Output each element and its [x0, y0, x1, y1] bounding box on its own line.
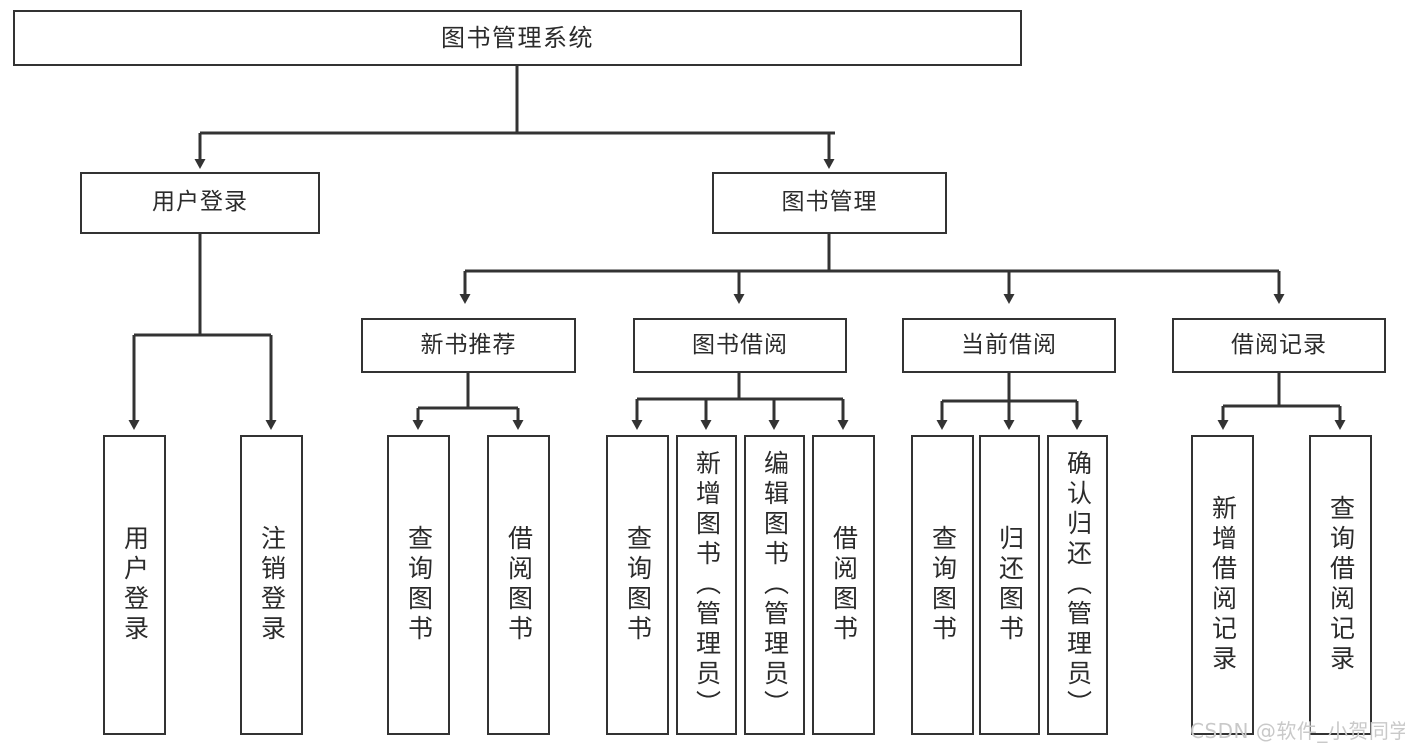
- node-root-system[interactable]: 图书管理系统: [13, 10, 1022, 66]
- node-borrow-record[interactable]: 借阅记录: [1172, 318, 1386, 373]
- leaf-record-add[interactable]: 新增借阅记录: [1191, 435, 1254, 735]
- leaf-borrow-query-book[interactable]: 查询图书: [606, 435, 669, 735]
- leaf-label: 查询图书: [623, 525, 653, 645]
- leaf-label: 编辑图书（管理员）: [760, 450, 790, 720]
- leaf-label: 确认归还（管理员）: [1063, 450, 1093, 720]
- node-new-book-recommend[interactable]: 新书推荐: [361, 318, 576, 373]
- leaf-label: 借阅图书: [829, 525, 859, 645]
- leaf-label: 查询借阅记录: [1326, 495, 1356, 675]
- leaf-label: 借阅图书: [504, 525, 534, 645]
- leaf-current-confirm-return[interactable]: 确认归还（管理员）: [1047, 435, 1108, 735]
- leaf-label: 查询图书: [928, 525, 958, 645]
- leaf-recommend-borrow-book[interactable]: 借阅图书: [487, 435, 550, 735]
- leaf-user-login[interactable]: 用户登录: [103, 435, 166, 735]
- leaf-label: 新增图书（管理员）: [692, 450, 722, 720]
- leaf-label: 注销登录: [257, 525, 287, 645]
- leaf-label: 用户登录: [120, 525, 150, 645]
- leaf-record-query[interactable]: 查询借阅记录: [1309, 435, 1372, 735]
- leaf-user-logout[interactable]: 注销登录: [240, 435, 303, 735]
- leaf-label: 新增借阅记录: [1208, 495, 1238, 675]
- leaf-recommend-query-book[interactable]: 查询图书: [387, 435, 450, 735]
- node-book-borrow[interactable]: 图书借阅: [633, 318, 847, 373]
- leaf-current-return-book[interactable]: 归还图书: [979, 435, 1040, 735]
- node-current-borrow[interactable]: 当前借阅: [902, 318, 1116, 373]
- csdn-watermark: CSDN @软件_小贺同学: [1190, 719, 1405, 743]
- leaf-borrow-edit-book[interactable]: 编辑图书（管理员）: [744, 435, 805, 735]
- leaf-borrow-borrow-book[interactable]: 借阅图书: [812, 435, 875, 735]
- leaf-label: 归还图书: [995, 525, 1025, 645]
- node-user-login[interactable]: 用户登录: [80, 172, 320, 234]
- leaf-borrow-add-book[interactable]: 新增图书（管理员）: [676, 435, 737, 735]
- leaf-current-query-book[interactable]: 查询图书: [911, 435, 974, 735]
- node-book-management[interactable]: 图书管理: [712, 172, 947, 234]
- leaf-label: 查询图书: [404, 525, 434, 645]
